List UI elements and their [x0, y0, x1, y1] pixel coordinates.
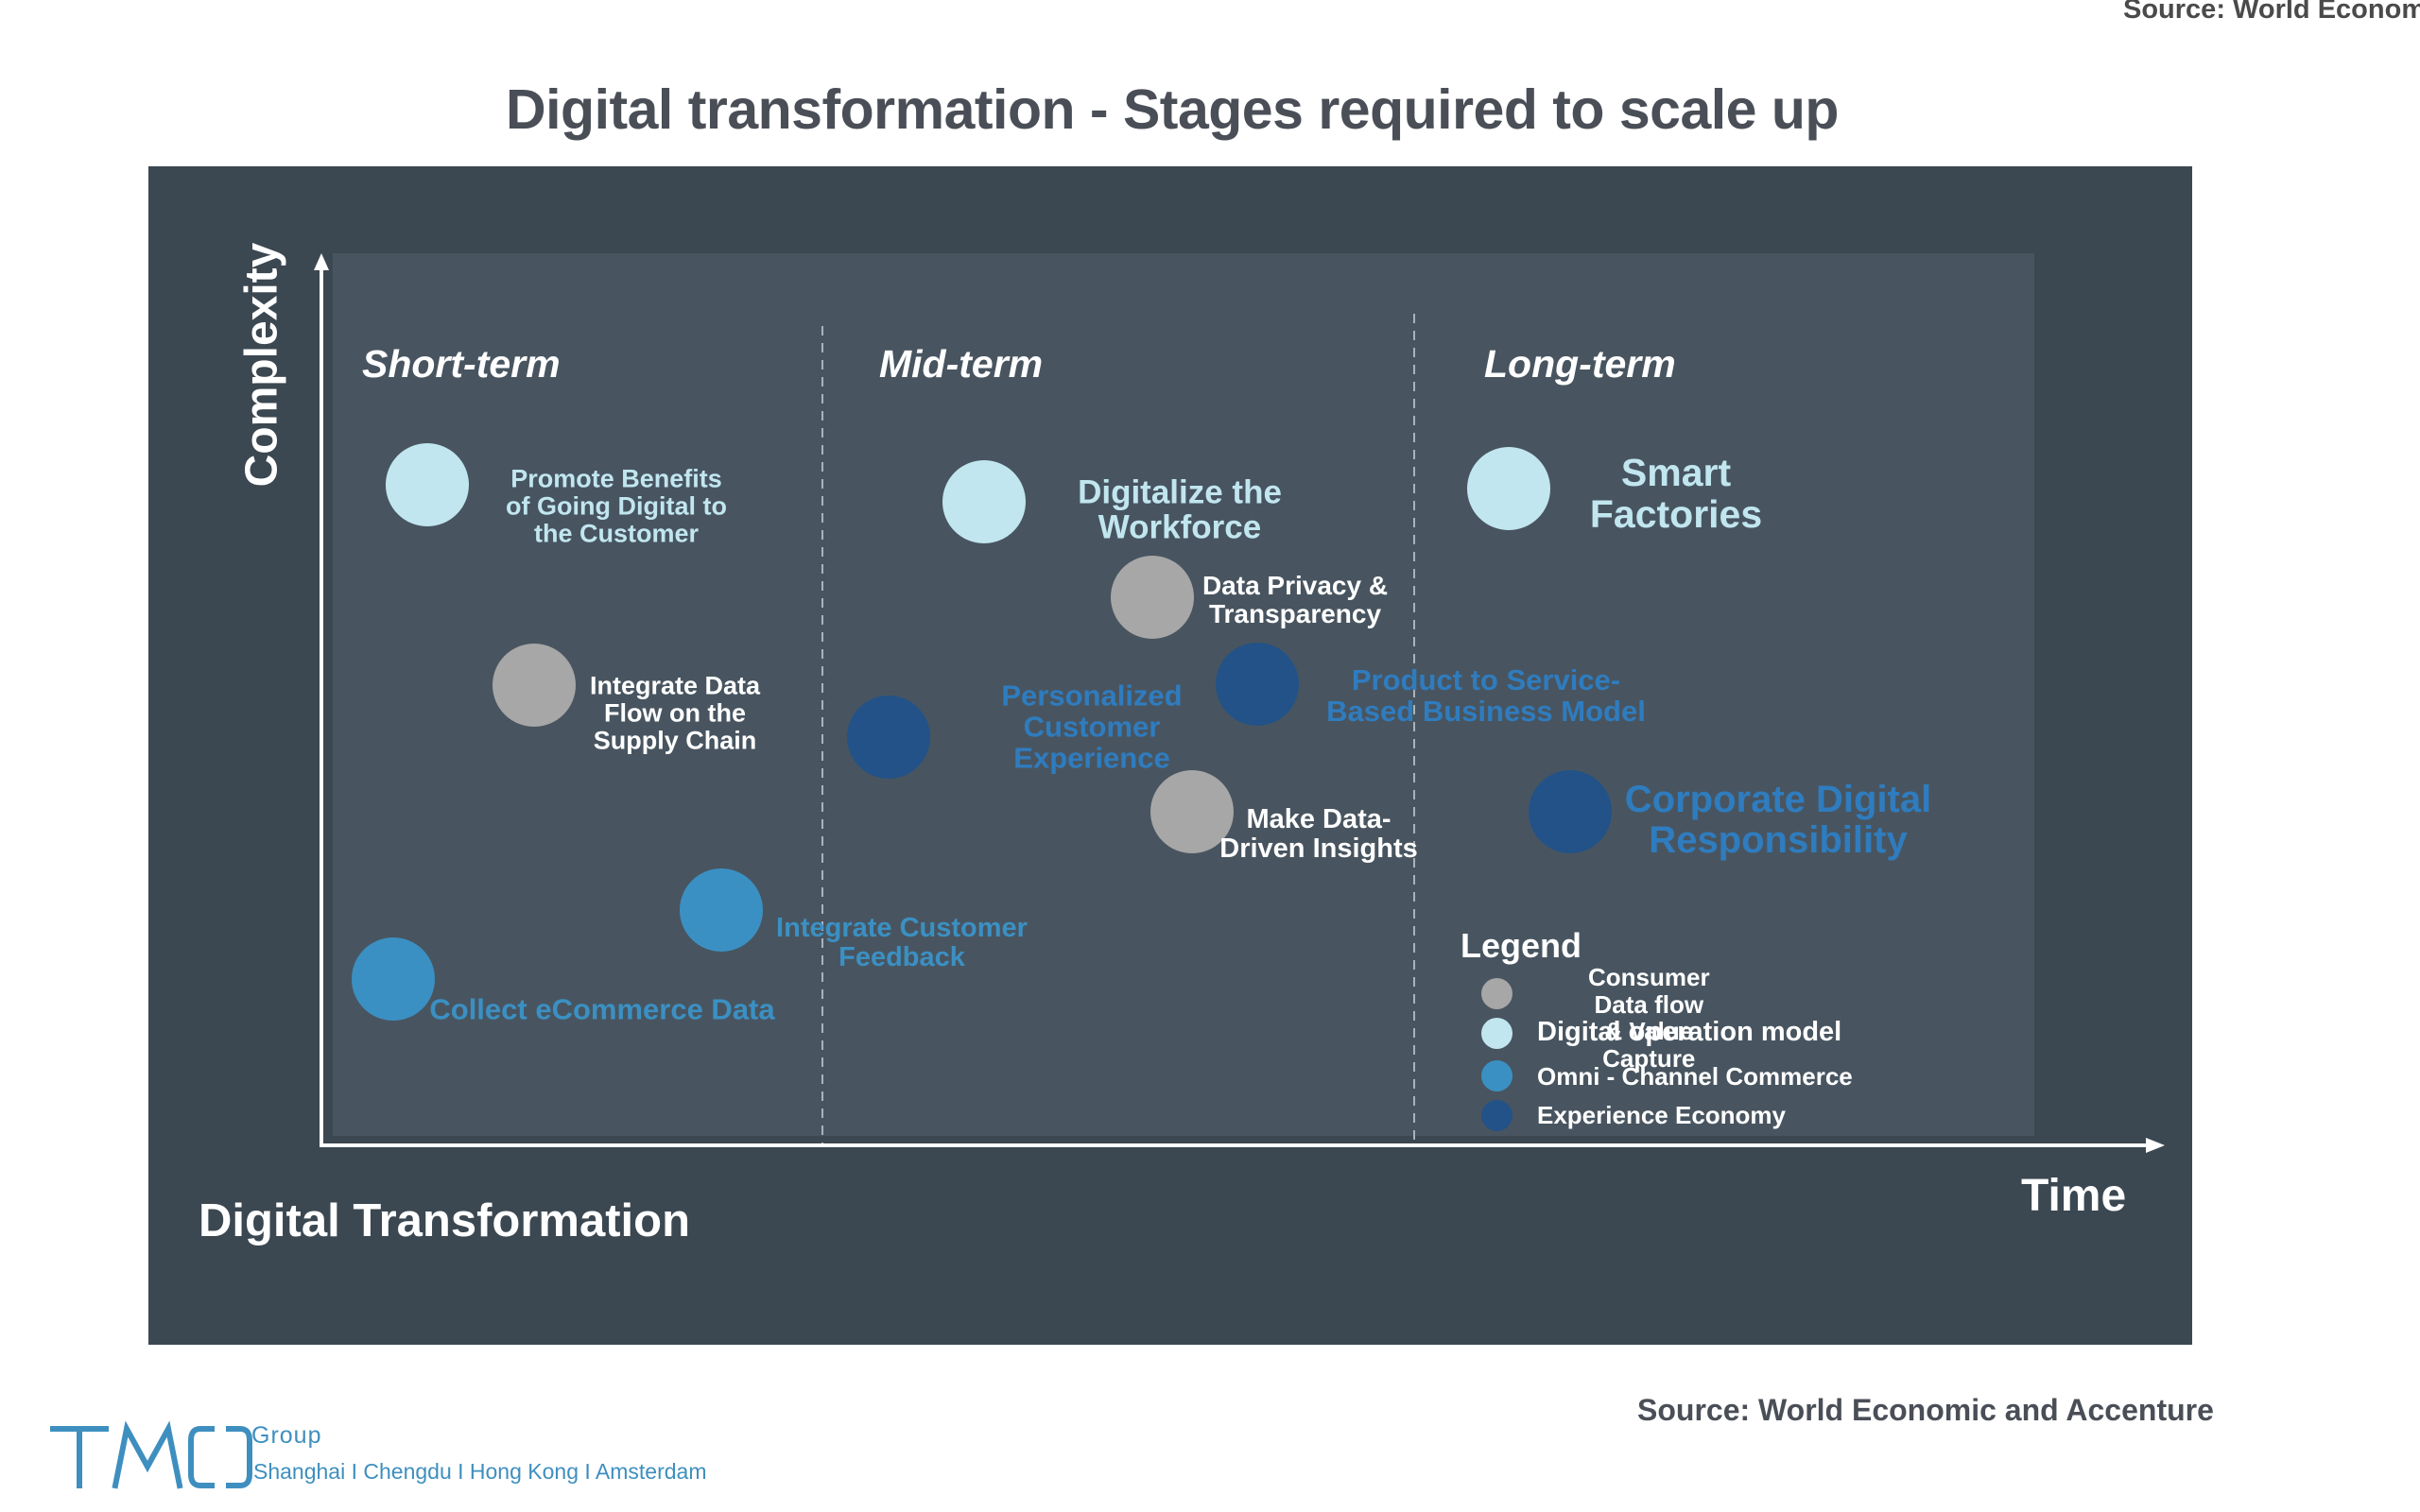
point-label-personalized-customer-experience: Personalized Customer Experience	[1001, 679, 1183, 775]
point-data-privacy-transparency	[1111, 556, 1194, 639]
legend-swatch-omni-channel-commerce	[1481, 1060, 1512, 1091]
point-label-corporate-digital-responsibility: Corporate Digital Responsibility	[1624, 779, 1932, 861]
legend-label-experience-economy: Experience Economy	[1537, 1101, 1786, 1129]
point-label-promote-benefits-of-going-digital-to-the-customer: Promote Benefits of Going Digital to the…	[506, 464, 727, 548]
x-axis-arrow	[2146, 1138, 2165, 1153]
legend-label-consumer-data-flow-value-capture: Consumer Data flow & Value Capture	[1588, 963, 1710, 1073]
point-digitalize-the-workforce	[942, 460, 1026, 543]
point-label-make-data-driven-insights: Make Data- Driven Insights	[1219, 803, 1418, 864]
legend-swatch-experience-economy	[1481, 1100, 1512, 1131]
legend-title: Legend	[1461, 926, 1582, 965]
point-label-integrate-customer-feedback: Integrate Customer Feedback	[776, 912, 1028, 972]
point-label-data-privacy-transparency: Data Privacy & Transparency	[1201, 571, 1389, 628]
logo-cities: Shanghai I Chengdu I Hong Kong I Amsterd…	[253, 1459, 707, 1484]
point-label-smart-factories: Smart Factories	[1589, 451, 1763, 536]
page-title: Digital transformation - Stages required…	[506, 78, 1839, 141]
point-product-to-service-based-business-model	[1216, 643, 1299, 726]
plot-area	[333, 253, 2034, 1136]
point-integrate-customer-feedback	[680, 868, 763, 952]
logo-group-text: Group	[251, 1422, 322, 1449]
point-promote-benefits-of-going-digital-to-the-customer	[386, 443, 469, 526]
point-label-integrate-data-flow-on-the-supply-chain: Integrate Data Flow on the Supply Chain	[589, 671, 761, 755]
company-logo	[50, 1420, 252, 1489]
corner-label: Digital Transformation	[199, 1195, 691, 1246]
legend-swatch-digital-operation-model	[1481, 1018, 1512, 1049]
point-label-digitalize-the-workforce: Digitalize the Workforce	[1078, 473, 1282, 546]
legend-label-digital-operation-model: Digital operation model	[1537, 1017, 1842, 1047]
point-personalized-customer-experience	[847, 696, 930, 779]
point-label-collect-ecommerce-data: Collect eCommerce Data	[429, 992, 775, 1026]
point-make-data-driven-insights	[1150, 770, 1234, 853]
legend-label-omni-channel-commerce: Omni - Channel Commerce	[1537, 1062, 1853, 1091]
source-note: Source: World Economic and Accenture	[1637, 1393, 2214, 1427]
point-corporate-digital-responsibility	[1529, 770, 1612, 853]
point-label-product-to-service-based-business-model: Product to Service- Based Business Model	[1326, 662, 1646, 728]
stage-label-short-term: Short-term	[362, 342, 561, 386]
x-axis-label: Time	[2021, 1171, 2127, 1221]
y-axis-arrow	[314, 253, 329, 270]
top-source-text: Source: World Econom	[2123, 0, 2420, 25]
legend-swatch-consumer-data-flow-value-capture	[1481, 978, 1512, 1009]
stage-label-mid-term: Mid-term	[879, 342, 1044, 386]
point-integrate-data-flow-on-the-supply-chain	[493, 644, 576, 727]
point-collect-ecommerce-data	[352, 937, 435, 1021]
point-smart-factories	[1467, 447, 1550, 530]
stage-label-long-term: Long-term	[1484, 342, 1676, 386]
